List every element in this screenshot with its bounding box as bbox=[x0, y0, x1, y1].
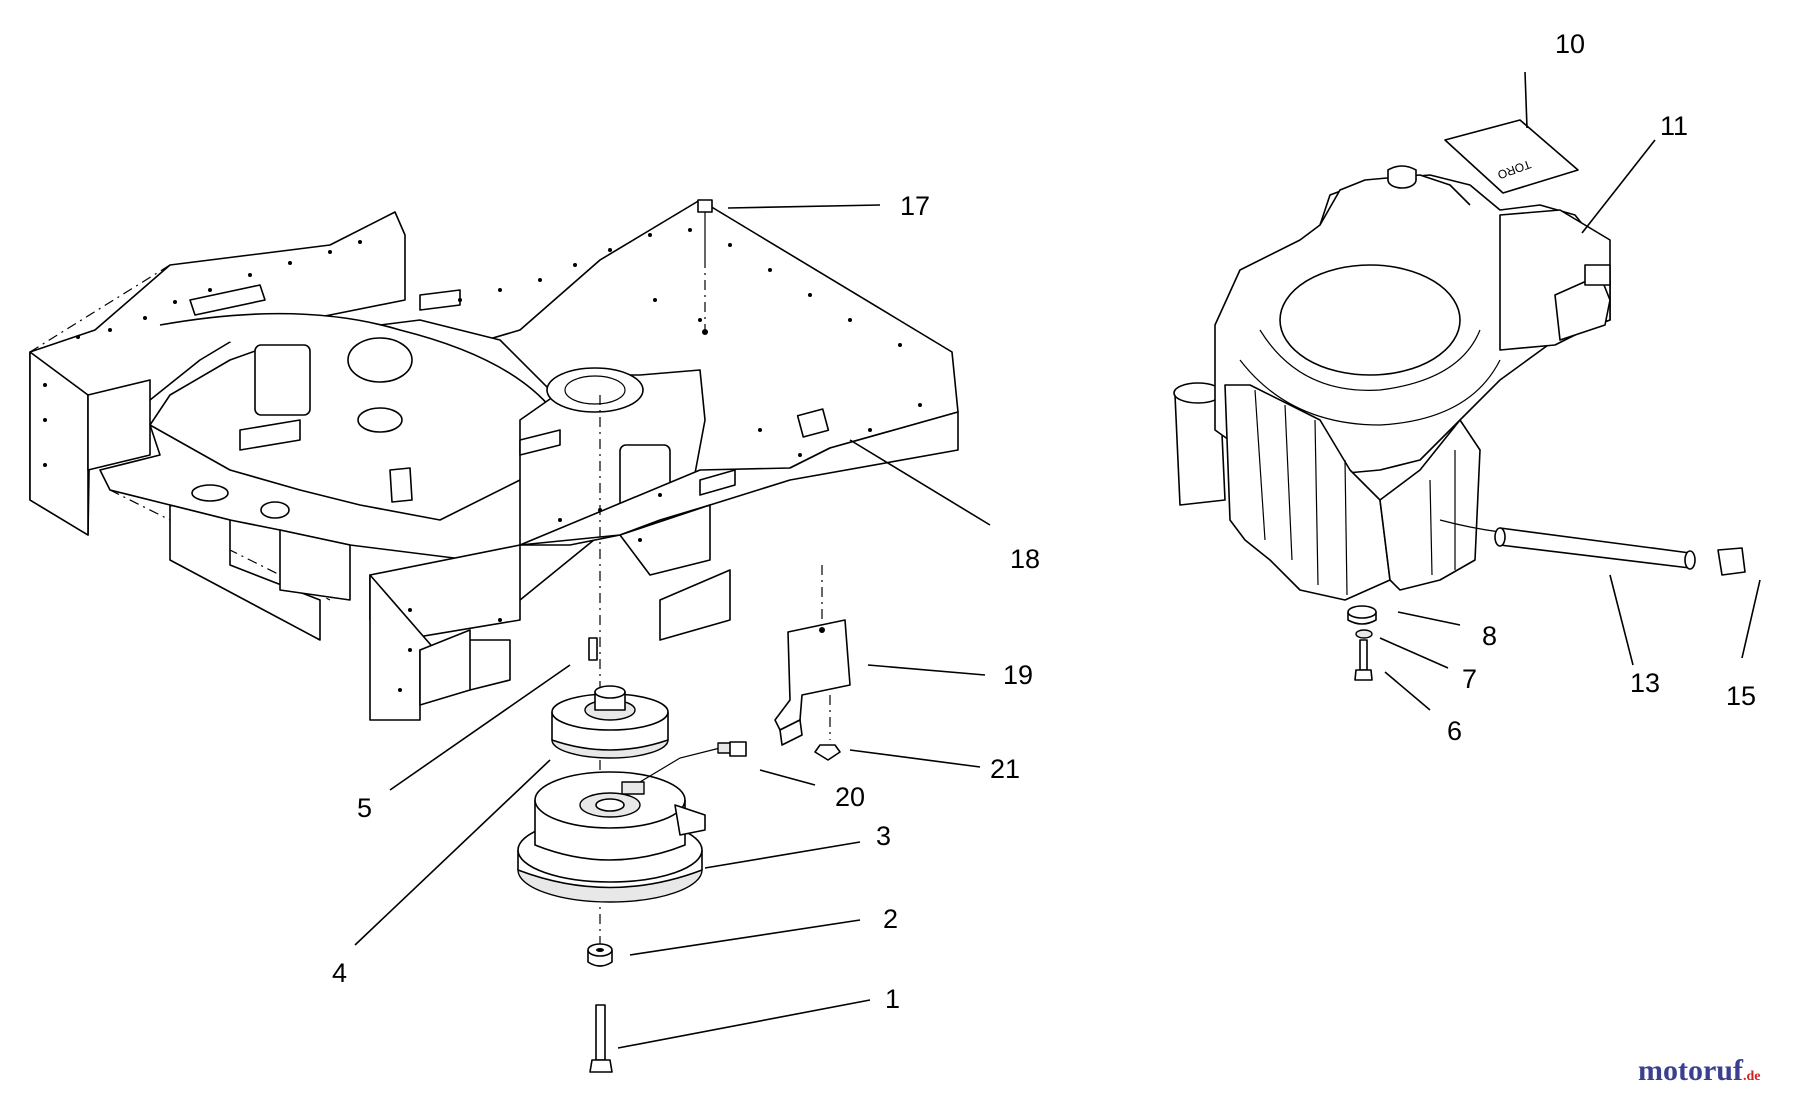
callout-2: 2 bbox=[883, 904, 898, 934]
bolt-1 bbox=[589, 1004, 613, 1073]
callout-21: 21 bbox=[990, 754, 1020, 784]
callout-19: 19 bbox=[1003, 660, 1033, 690]
frame-holes bbox=[43, 228, 922, 692]
mount-hardware bbox=[1347, 605, 1377, 681]
callout-labels: 1 2 3 4 5 6 7 8 10 11 13 15 17 18 19 20 … bbox=[332, 29, 1756, 1014]
callout-3: 3 bbox=[876, 821, 891, 851]
callout-8: 8 bbox=[1482, 621, 1497, 651]
electric-clutch-3 bbox=[517, 741, 747, 903]
callout-7: 7 bbox=[1462, 664, 1477, 694]
bolt-17 bbox=[697, 199, 713, 335]
callout-15: 15 bbox=[1726, 681, 1756, 711]
washer-2 bbox=[587, 943, 613, 967]
cap-15 bbox=[1717, 547, 1746, 576]
callout-17: 17 bbox=[900, 191, 930, 221]
callout-6: 6 bbox=[1447, 716, 1462, 746]
pulley-4 bbox=[551, 685, 669, 759]
callout-13: 13 bbox=[1630, 668, 1660, 698]
decal-10: TORO bbox=[1444, 119, 1579, 194]
callout-18: 18 bbox=[1010, 544, 1040, 574]
mower-frame bbox=[29, 199, 959, 721]
clutch-assembly bbox=[517, 395, 747, 1073]
callout-11: 11 bbox=[1660, 111, 1688, 141]
watermark-suffix: .de bbox=[1743, 1069, 1761, 1084]
svg-text:motoruf.de: motoruf.de bbox=[1638, 1054, 1760, 1087]
callout-4: 4 bbox=[332, 958, 347, 988]
watermark-logo: motoruf.de bbox=[1638, 1054, 1760, 1087]
callout-5: 5 bbox=[357, 793, 372, 823]
key-5 bbox=[588, 637, 598, 661]
leader-lines bbox=[354, 71, 1761, 1049]
callout-10: 10 bbox=[1555, 29, 1585, 59]
callout-1: 1 bbox=[885, 984, 900, 1014]
watermark-main: motoruf bbox=[1638, 1054, 1744, 1087]
bracket-19 bbox=[774, 565, 851, 761]
engine: TORO bbox=[1173, 119, 1746, 681]
oil-drain-tube-13 bbox=[1439, 519, 1696, 570]
callout-20: 20 bbox=[835, 782, 865, 812]
